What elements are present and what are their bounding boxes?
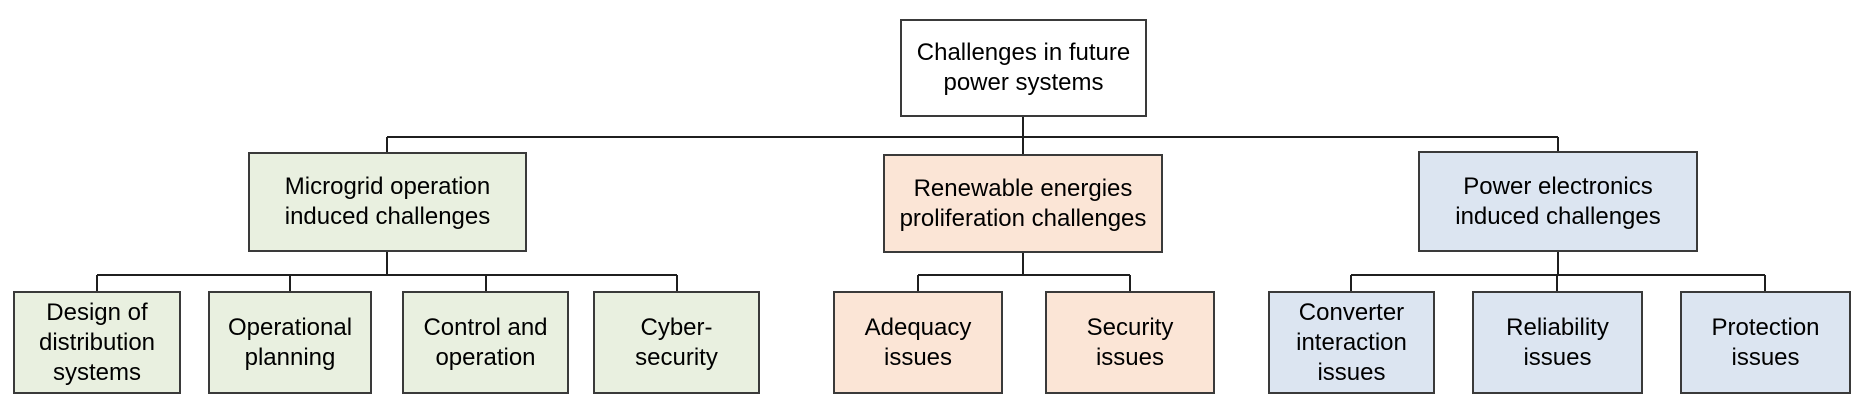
node-security-issues: Security issues	[1045, 291, 1215, 394]
node-root-challenges: Challenges in future power systems	[900, 19, 1147, 117]
node-renewable-energies-challenges: Renewable energies proliferation challen…	[883, 154, 1163, 253]
node-reliability-issues: Reliability issues	[1472, 291, 1643, 394]
node-design-of-distribution-systems: Design of distribution systems	[13, 291, 181, 394]
node-microgrid-operation-challenges: Microgrid operation induced challenges	[248, 152, 527, 252]
node-adequacy-issues: Adequacy issues	[833, 291, 1003, 394]
node-control-and-operation: Control and operation	[402, 291, 569, 394]
node-protection-issues: Protection issues	[1680, 291, 1851, 394]
node-converter-interaction-issues: Converter interaction issues	[1268, 291, 1435, 394]
tree-connector-path	[96, 117, 1766, 291]
node-operational-planning: Operational planning	[208, 291, 372, 394]
node-power-electronics-challenges: Power electronics induced challenges	[1418, 151, 1698, 252]
node-cyber-security: Cyber- security	[593, 291, 760, 394]
